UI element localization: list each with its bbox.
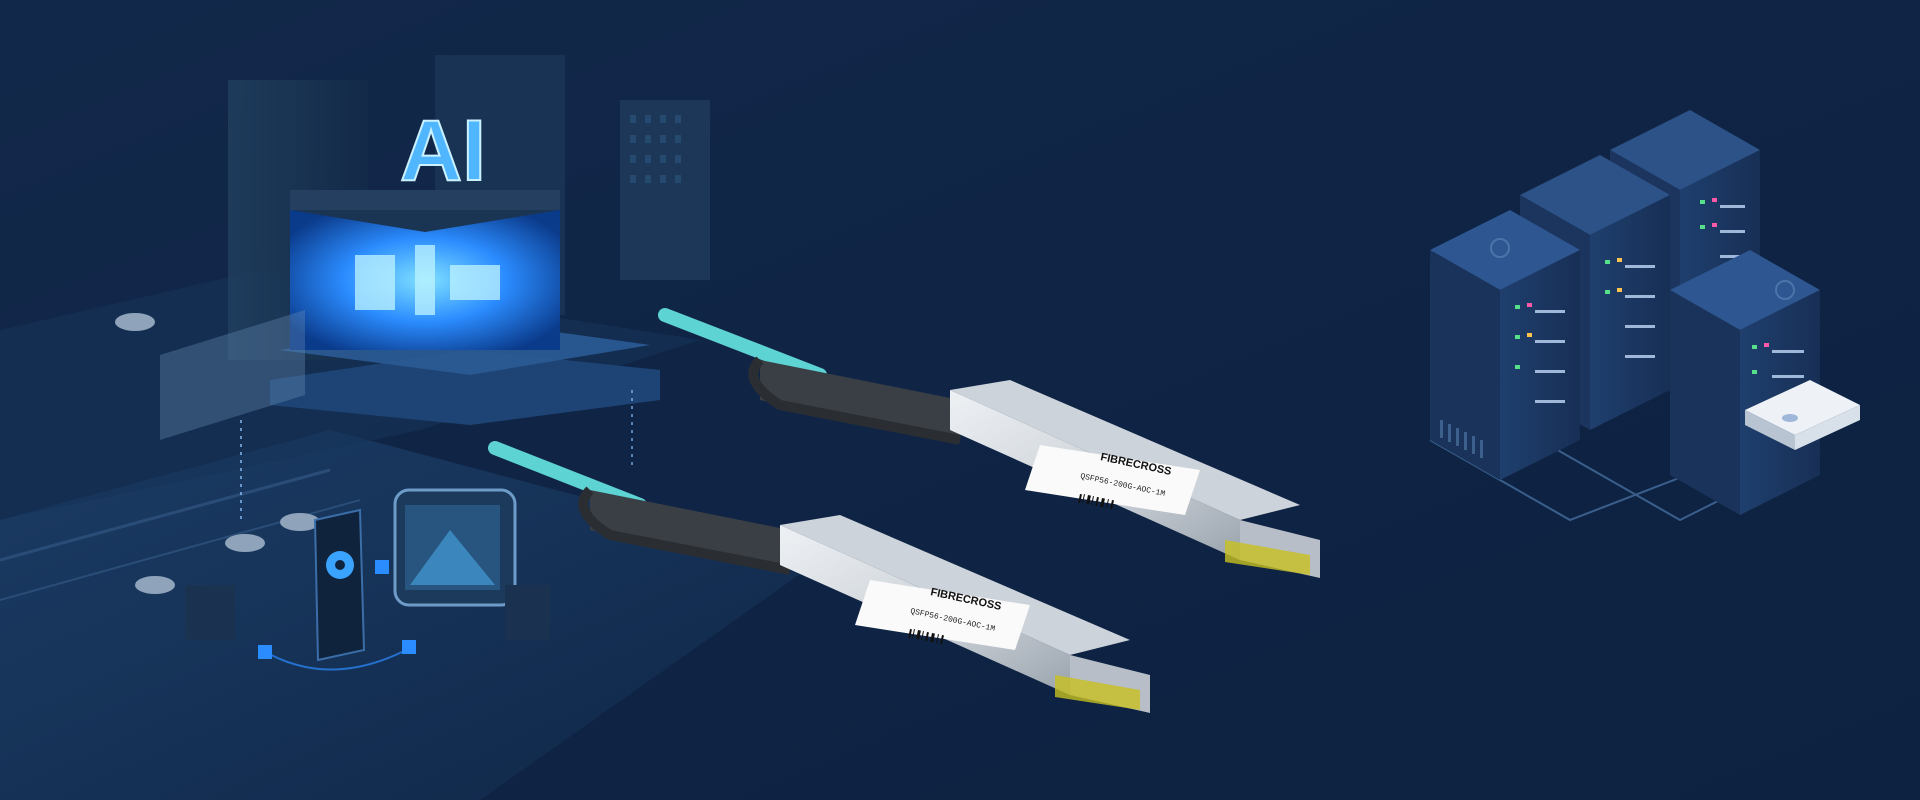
glass-panel: [160, 310, 305, 440]
server-racks: [1429, 110, 1860, 522]
barcode: [908, 629, 944, 645]
transceiver-module-1: FIBRECROSS QSFP56-200G-AOC-1M: [748, 356, 1320, 578]
server-rack-icon: [1670, 250, 1860, 515]
smartphone: [313, 508, 366, 662]
ai-datacenter-building: AI: [270, 102, 660, 425]
server-drawer: [1745, 380, 1860, 450]
transceiver-module-2: FIBRECROSS QSFP56-200G-AOC-1M: [578, 486, 1150, 713]
barcode: [1078, 493, 1114, 510]
ai-sign: AI: [399, 102, 487, 200]
tablet-display: [393, 488, 517, 607]
smart-city-illustration: AI: [0, 55, 820, 800]
aoc-cable-assembly: FIBRECROSS QSFP56-200G-AOC-1M FIBRECR: [488, 308, 1320, 713]
cars: [115, 313, 320, 594]
fiber-cable-1: [658, 308, 827, 382]
ai-sign-text: AI: [400, 103, 486, 199]
server-rack-icon: [1430, 210, 1580, 480]
